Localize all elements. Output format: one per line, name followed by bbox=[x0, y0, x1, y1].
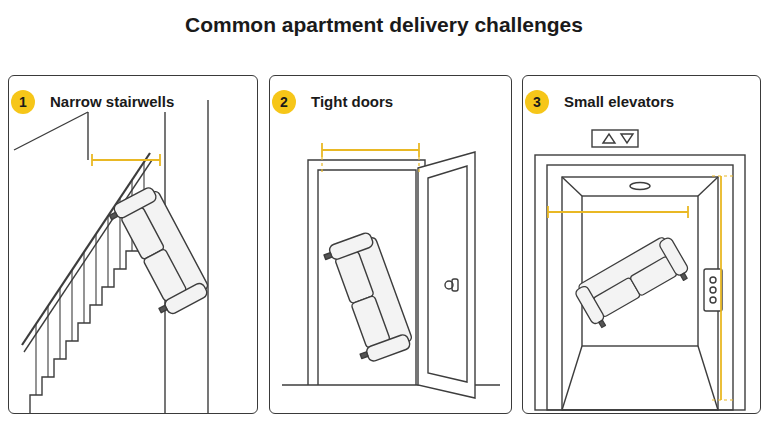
dimension-tick bbox=[687, 206, 689, 218]
callout-number-text: 2 bbox=[272, 90, 296, 114]
perspective-line bbox=[562, 177, 582, 196]
callout-number: 2 bbox=[272, 90, 296, 114]
elevator-frame bbox=[535, 155, 745, 410]
extension-line bbox=[418, 157, 419, 172]
baluster bbox=[71, 270, 72, 341]
dimension-tick bbox=[321, 143, 323, 157]
dimension-tick bbox=[418, 143, 420, 157]
baluster bbox=[107, 216, 108, 287]
down-arrow-symbol bbox=[621, 134, 633, 143]
floor-indicator bbox=[592, 130, 638, 147]
dimension-line bbox=[548, 211, 688, 213]
extension-line bbox=[712, 399, 734, 400]
baluster bbox=[95, 234, 96, 305]
dimension-tick bbox=[547, 206, 549, 218]
button-panel bbox=[704, 269, 722, 311]
page-title: Common apartment delivery challenges bbox=[0, 11, 768, 39]
elevator-button bbox=[710, 297, 716, 303]
door-frame bbox=[308, 160, 425, 385]
elevator-button bbox=[710, 287, 716, 293]
callout-number-text: 1 bbox=[11, 90, 35, 114]
dimension-tick bbox=[159, 154, 161, 166]
extension-line bbox=[321, 157, 322, 172]
baluster bbox=[47, 306, 48, 377]
wall-line bbox=[87, 112, 88, 160]
dimension-line bbox=[92, 159, 160, 161]
ceiling-light bbox=[630, 183, 650, 190]
dimension-line bbox=[322, 149, 419, 151]
elevator-button bbox=[710, 277, 716, 283]
dimension-tick bbox=[91, 154, 93, 166]
handrail bbox=[22, 153, 150, 345]
perspective-line bbox=[698, 177, 718, 196]
door-panel bbox=[428, 166, 467, 382]
door-frame bbox=[318, 170, 416, 385]
challenge-panel: Small elevators 3 bbox=[522, 75, 761, 414]
challenge-panel: Tight doors 2 bbox=[269, 75, 512, 414]
sofa bbox=[572, 233, 692, 330]
handrail bbox=[24, 160, 152, 352]
dimension-line bbox=[720, 176, 722, 400]
balusters bbox=[36, 162, 144, 395]
baluster bbox=[59, 288, 60, 359]
panel-heading: Tight doors bbox=[311, 92, 393, 112]
stairwell-illustration bbox=[14, 100, 212, 413]
callout-number: 1 bbox=[11, 90, 35, 114]
challenge-panel: Narrow stairwells 1 bbox=[8, 75, 258, 414]
door-leaf bbox=[418, 152, 475, 398]
extension-line bbox=[712, 175, 734, 176]
panel-heading: Narrow stairwells bbox=[50, 92, 174, 112]
ceiling-line bbox=[14, 112, 88, 150]
door-handle bbox=[452, 279, 458, 291]
width-dimension bbox=[322, 143, 419, 172]
width-dimension bbox=[92, 154, 160, 166]
elevator-illustration bbox=[535, 130, 745, 410]
perspective-line bbox=[562, 346, 582, 410]
up-arrow-symbol bbox=[603, 134, 615, 143]
elevator-frame bbox=[547, 165, 733, 410]
sofa bbox=[322, 230, 415, 365]
door-illustration bbox=[282, 143, 500, 398]
baluster bbox=[83, 252, 84, 323]
size-dimensions bbox=[548, 176, 734, 400]
callout-number: 3 bbox=[525, 90, 549, 114]
baluster bbox=[35, 324, 36, 395]
sofa bbox=[106, 184, 212, 318]
panel-heading: Small elevators bbox=[564, 92, 674, 112]
callout-number-text: 3 bbox=[525, 90, 549, 114]
wall-line bbox=[207, 100, 208, 413]
